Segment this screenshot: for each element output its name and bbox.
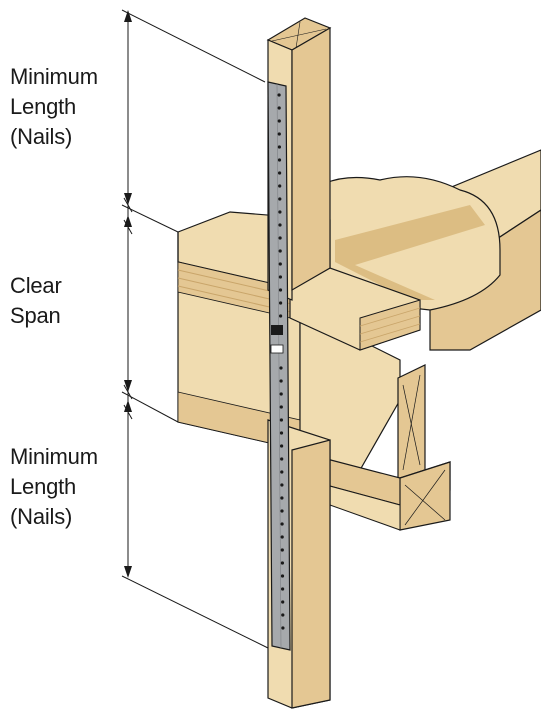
label-line: Length xyxy=(10,474,77,499)
label-line: Clear xyxy=(10,273,62,298)
nail-hole xyxy=(278,184,282,188)
dimension-arrows xyxy=(124,10,132,578)
label-line: (Nails) xyxy=(10,124,73,149)
nail-hole xyxy=(277,132,281,136)
floor-block xyxy=(177,211,451,531)
nail-hole xyxy=(277,145,281,149)
nail-hole xyxy=(280,522,284,526)
nail-hole xyxy=(279,301,283,305)
nail-hole xyxy=(278,197,282,201)
nail-hole xyxy=(279,366,283,370)
nail-hole xyxy=(280,548,284,552)
floor-beam xyxy=(299,149,541,351)
nail-hole xyxy=(278,210,282,214)
nail-hole xyxy=(278,236,282,240)
arrow-up-icon xyxy=(124,400,132,412)
nail-hole xyxy=(279,418,283,422)
nail-hole xyxy=(279,392,283,396)
nail-hole xyxy=(278,249,282,253)
nail-hole xyxy=(277,106,281,110)
nail-hole xyxy=(280,444,284,448)
arrow-down-icon xyxy=(124,193,132,205)
strap-slot xyxy=(271,325,283,335)
label-minimum-length-top: Minimum Length (Nails) xyxy=(10,62,120,152)
nail-hole xyxy=(280,496,284,500)
nail-hole xyxy=(278,171,282,175)
dimension-lines xyxy=(121,9,269,649)
extension-line xyxy=(121,575,269,649)
nail-holes xyxy=(277,93,285,630)
arrow-down-icon xyxy=(124,380,132,392)
nail-hole xyxy=(279,379,283,383)
nail-hole xyxy=(277,93,281,97)
nail-hole xyxy=(280,457,284,461)
arrow-down-icon xyxy=(124,566,132,578)
metal-strap xyxy=(267,81,291,651)
label-line: Span xyxy=(10,303,61,328)
arrow-up-icon xyxy=(124,215,132,227)
label-line: Minimum xyxy=(10,444,98,469)
extension-line xyxy=(121,9,266,83)
nail-hole xyxy=(281,626,285,630)
nail-hole xyxy=(278,262,282,266)
nail-hole xyxy=(278,288,283,292)
nail-hole xyxy=(277,158,282,162)
nail-hole xyxy=(280,509,284,513)
nail-hole xyxy=(277,119,281,123)
label-minimum-length-bottom: Minimum Length (Nails) xyxy=(10,442,120,532)
label-line: (Nails) xyxy=(10,504,73,529)
nail-hole xyxy=(279,314,283,318)
strap-slot xyxy=(270,344,284,354)
nail-hole xyxy=(280,574,285,578)
extension-line xyxy=(121,204,179,233)
nail-hole xyxy=(280,483,284,487)
nail-hole xyxy=(281,613,285,617)
nail-hole xyxy=(280,470,284,474)
nail-hole xyxy=(279,431,284,435)
label-line: Minimum xyxy=(10,64,98,89)
nail-hole xyxy=(281,587,285,591)
nail-hole xyxy=(280,535,284,539)
nail-hole xyxy=(279,405,283,409)
label-line: Length xyxy=(10,94,77,119)
label-clear-span: Clear Span xyxy=(10,271,120,331)
nail-hole xyxy=(278,275,282,279)
nail-hole xyxy=(281,600,285,604)
nail-hole xyxy=(280,561,284,565)
nail-hole xyxy=(278,223,282,227)
arrow-up-icon xyxy=(124,10,132,22)
